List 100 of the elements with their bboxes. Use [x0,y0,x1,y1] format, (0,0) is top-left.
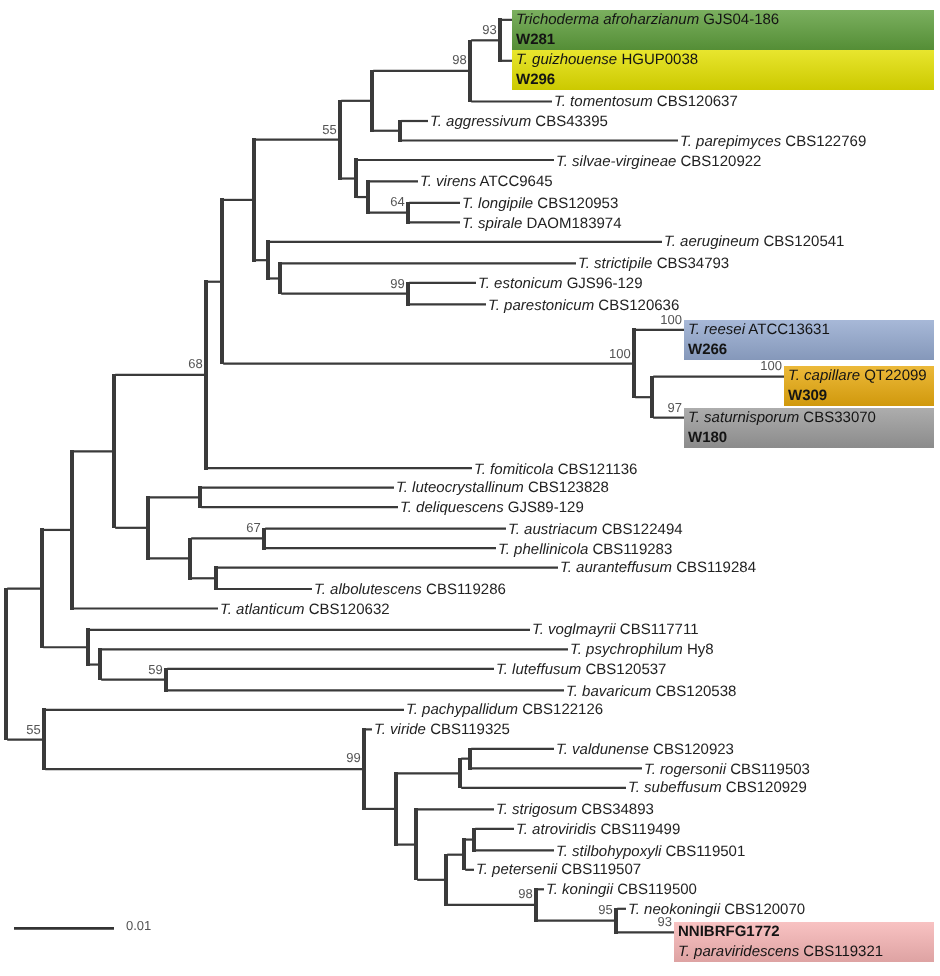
clade-junction-line [4,587,8,741]
clade-junction-line [42,708,46,771]
tree-branch [409,281,476,284]
tree-branch [43,528,71,532]
clade-junction-line [98,648,102,681]
tree-branch [7,587,41,590]
clade-junction-line [398,119,402,142]
clade-junction-line [164,667,168,692]
clade-junction-line [614,907,618,934]
tree-branch [201,506,398,509]
clade-junction-line [214,566,218,591]
clade-junction-line [498,18,502,62]
tree-branch [255,138,339,141]
tree-branch [223,198,253,202]
tree-branch [101,648,568,651]
tree-branch [365,807,395,811]
tree-branch [101,678,165,681]
tree-branch [537,919,615,922]
tree-branch [397,772,459,775]
clade-junction-line [112,373,116,529]
tree-branch [409,303,486,306]
tree-branch [89,628,530,632]
highlighted-taxon-box [674,922,934,963]
clade-junction-line [86,628,90,666]
clade-junction-line [40,528,44,649]
tree-branch [417,808,494,811]
tree-branch [281,262,576,265]
tree-branch [653,375,784,378]
tree-branch [409,201,460,204]
clade-junction-line [362,728,366,810]
tree-branch [461,786,626,789]
tree-branch [417,878,445,881]
tree-branch [217,587,312,591]
tree-branch [115,526,147,529]
highlighted-taxon-box [684,319,934,360]
tree-branch [167,667,494,671]
clade-junction-line [146,496,150,560]
tree-branch [149,557,189,560]
tree-branch [89,663,99,666]
tree-branch [471,747,554,750]
clade-junction-line [462,838,466,871]
tree-branch [341,177,355,180]
clade-junction-line [366,180,370,214]
tree-branch [471,39,499,42]
tree-branch [341,99,371,102]
tree-branch [447,903,535,907]
tree-branch [149,496,199,499]
tree-branch [401,119,428,123]
clade-junction-line [252,138,256,262]
tree-branch [217,566,558,569]
clade-junction-line [338,99,342,180]
clade-junction-line [278,262,282,295]
tree-branch [635,328,684,331]
tree-branch [471,767,642,770]
clade-junction-line [220,198,224,365]
tree-branch [401,139,678,142]
tree-branch [269,240,662,243]
clade-junction-line [406,201,410,224]
tree-branch [201,486,394,489]
tree-branch [397,843,415,846]
tree-branch [369,180,418,183]
tree-branch [465,838,473,841]
tree-branch [475,827,514,830]
highlighted-taxon-box [784,366,934,407]
tree-branch [409,221,460,224]
clade-junction-line [650,375,654,419]
clade-junction-line [444,853,448,907]
clade-junction-line [354,158,358,199]
tree-branch [73,450,113,453]
highlighted-taxon-box [512,9,934,50]
tree-branch [369,211,407,214]
tree-branch [223,362,633,365]
tree-branch [269,277,279,280]
highlighted-taxon-box [684,407,934,448]
tree-branch [475,849,554,852]
tree-branch [45,708,404,711]
tree-branch [45,768,363,771]
tree-branch [73,607,218,610]
tree-branch [7,738,43,741]
tree-branch [43,646,87,649]
tree-branch [653,416,684,419]
clade-junction-line [394,772,398,846]
clade-junction-line [406,281,410,306]
tree-branch [265,527,506,530]
clade-junction-line [70,450,74,610]
clade-junction-line [204,280,208,470]
tree-branch [207,467,472,470]
clade-junction-line [262,527,266,550]
tree-branch [191,577,215,580]
tree-branch [373,129,399,132]
clade-junction-line [632,328,636,399]
tree-branch [265,546,496,550]
clade-junction-line [534,888,538,922]
tree-branch [167,689,564,692]
clade-junction-line [468,39,472,103]
clade-junction-line [472,827,476,852]
clade-junction-line [414,808,418,881]
highlighted-taxon-box [512,50,934,91]
tree-branch [471,100,552,103]
tree-branch [617,931,674,934]
